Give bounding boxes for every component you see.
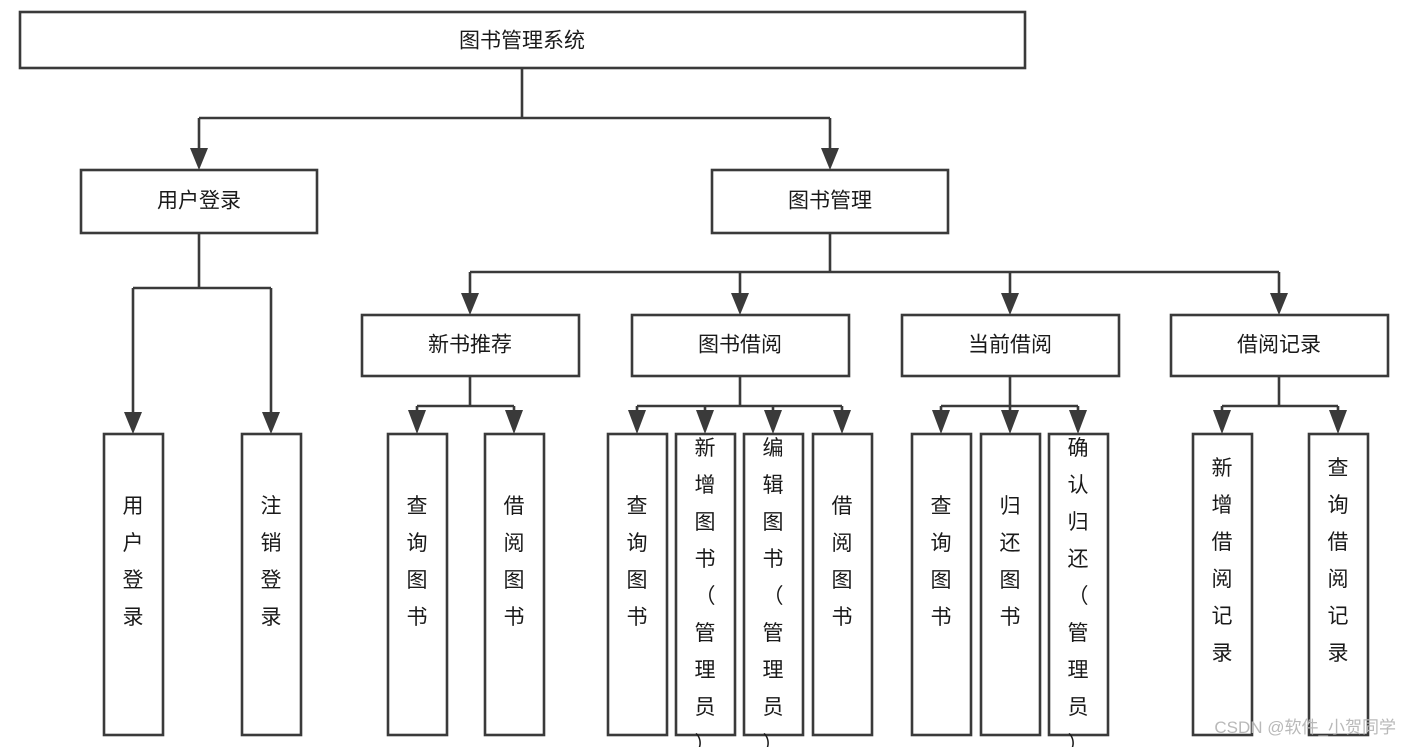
- arrowhead-leaf-add-book: [696, 410, 714, 434]
- node-leaf-query-book-1[interactable]: 查询图书: [386, 432, 449, 737]
- node-book-borrow-box[interactable]: [630, 313, 851, 378]
- node-leaf-query-book-3-label: 查询图书: [931, 495, 952, 629]
- node-leaf-add-record[interactable]: 新增借阅记录: [1191, 432, 1254, 737]
- node-current-borrow-box[interactable]: [900, 313, 1121, 378]
- node-leaf-borrow-book-1-label: 借阅图书: [504, 495, 525, 629]
- node-leaf-borrow-book-1-box[interactable]: [483, 432, 546, 737]
- arrowhead-leaf-query-record: [1329, 410, 1347, 434]
- edges-layer: [124, 68, 1347, 434]
- node-leaf-edit-book[interactable]: 编辑图书（管理员）: [742, 432, 805, 747]
- node-leaf-user-login-box[interactable]: [102, 432, 165, 737]
- node-root[interactable]: 图书管理系统: [18, 10, 1027, 70]
- node-leaf-edit-book-box[interactable]: [742, 432, 805, 737]
- node-book-borrow-label: 图书借阅: [698, 334, 782, 357]
- node-leaf-confirm-return-label: 确认归还（管理员）: [1068, 437, 1089, 747]
- node-leaf-logout-login-label: 注销登录: [261, 495, 282, 629]
- node-book-management-box[interactable]: [710, 168, 950, 235]
- node-borrow-record-label: 借阅记录: [1237, 334, 1321, 357]
- arrowhead-leaf-query-book-2: [628, 410, 646, 434]
- node-leaf-query-record-box[interactable]: [1307, 432, 1370, 737]
- node-book-borrow[interactable]: 图书借阅: [630, 313, 851, 378]
- node-leaf-add-book-box[interactable]: [674, 432, 737, 737]
- arrowhead-leaf-add-record: [1213, 410, 1231, 434]
- arrowhead-leaf-user-login: [124, 412, 142, 434]
- node-leaf-query-record-label: 查询借阅记录: [1328, 457, 1349, 665]
- node-user-login[interactable]: 用户登录: [79, 168, 319, 235]
- arrowhead-leaf-confirm-return: [1069, 410, 1087, 434]
- node-user-login-box[interactable]: [79, 168, 319, 235]
- node-book-management-label: 图书管理: [788, 190, 872, 213]
- node-leaf-query-book-2-label: 查询图书: [627, 495, 648, 629]
- node-leaf-query-book-2[interactable]: 查询图书: [606, 432, 669, 737]
- node-borrow-record[interactable]: 借阅记录: [1169, 313, 1390, 378]
- node-leaf-return-book-box[interactable]: [979, 432, 1042, 737]
- node-current-borrow-label: 当前借阅: [968, 334, 1052, 357]
- arrowhead-current-borrow: [1001, 293, 1019, 315]
- node-leaf-query-book-3[interactable]: 查询图书: [910, 432, 973, 737]
- node-new-book-recommend-box[interactable]: [360, 313, 581, 378]
- arrowhead-leaf-query-book-1: [408, 410, 426, 434]
- arrowhead-leaf-borrow-book-1: [505, 410, 523, 434]
- arrowhead-leaf-return-book: [1001, 410, 1019, 434]
- node-current-borrow[interactable]: 当前借阅: [900, 313, 1121, 378]
- node-leaf-query-book-2-box[interactable]: [606, 432, 669, 737]
- arrowhead-book-borrow: [731, 293, 749, 315]
- node-leaf-edit-book-label: 编辑图书（管理员）: [763, 437, 784, 747]
- node-leaf-user-login[interactable]: 用户登录: [102, 432, 165, 737]
- node-leaf-add-book-label: 新增图书（管理员）: [695, 437, 716, 747]
- node-leaf-confirm-return[interactable]: 确认归还（管理员）: [1047, 432, 1110, 747]
- node-leaf-borrow-book-2-box[interactable]: [811, 432, 874, 737]
- node-new-book-recommend[interactable]: 新书推荐: [360, 313, 581, 378]
- arrowhead-user-login: [190, 148, 208, 170]
- arrowhead-leaf-borrow-book-2: [833, 410, 851, 434]
- node-root-box[interactable]: [18, 10, 1027, 70]
- arrowhead-leaf-query-book-3: [932, 410, 950, 434]
- node-leaf-query-book-1-box[interactable]: [386, 432, 449, 737]
- node-leaf-add-book[interactable]: 新增图书（管理员）: [674, 432, 737, 747]
- node-new-book-recommend-label: 新书推荐: [428, 334, 512, 357]
- node-leaf-borrow-book-1[interactable]: 借阅图书: [483, 432, 546, 737]
- csdn-watermark: CSDN @软件_小贺同学: [1214, 718, 1396, 737]
- arrowhead-borrow-record: [1270, 293, 1288, 315]
- node-leaf-logout-login-box[interactable]: [240, 432, 303, 737]
- node-leaf-add-record-box[interactable]: [1191, 432, 1254, 737]
- arrowhead-book-management: [821, 148, 839, 170]
- arrowhead-leaf-edit-book: [764, 410, 782, 434]
- node-leaf-borrow-book-2-label: 借阅图书: [832, 495, 853, 629]
- node-leaf-add-record-label: 新增借阅记录: [1212, 457, 1233, 665]
- node-borrow-record-box[interactable]: [1169, 313, 1390, 378]
- node-leaf-logout-login[interactable]: 注销登录: [240, 432, 303, 737]
- node-leaf-borrow-book-2[interactable]: 借阅图书: [811, 432, 874, 737]
- node-user-login-label: 用户登录: [157, 190, 241, 213]
- node-leaf-query-book-1-label: 查询图书: [407, 495, 428, 629]
- arrowhead-leaf-logout-login: [262, 412, 280, 434]
- arrowhead-new-book-recommend: [461, 293, 479, 315]
- node-leaf-return-book-label: 归还图书: [1000, 495, 1021, 629]
- node-book-management[interactable]: 图书管理: [710, 168, 950, 235]
- node-leaf-user-login-label: 用户登录: [123, 495, 144, 629]
- node-leaf-query-book-3-box[interactable]: [910, 432, 973, 737]
- node-root-label: 图书管理系统: [459, 30, 585, 53]
- node-leaf-confirm-return-box[interactable]: [1047, 432, 1110, 737]
- node-leaf-return-book[interactable]: 归还图书: [979, 432, 1042, 737]
- node-leaf-query-record[interactable]: 查询借阅记录: [1307, 432, 1370, 737]
